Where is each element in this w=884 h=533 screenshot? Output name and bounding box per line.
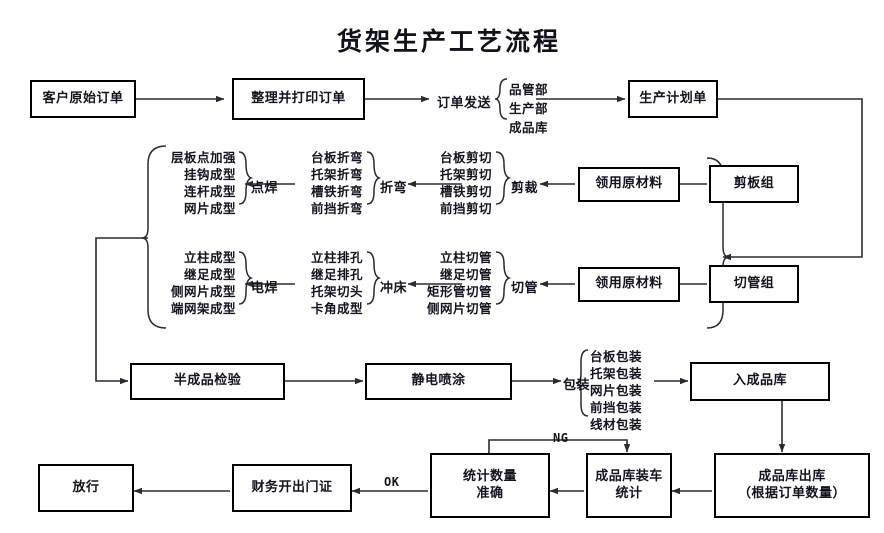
group-item: 生产部 [509,101,549,116]
group-item: 网片成型 [183,201,236,216]
brace-bending [366,151,382,205]
group-pipe-cut-items: 立柱切管 继足切管 矩形管切管 侧网片切管 [408,249,492,317]
group-item: 矩形管切管 [426,284,492,299]
group-punch-items: 立柱排孔 继足排孔 托架切头 卡角成型 [293,249,363,317]
group-bending-items: 台板折弯 托架折弯 槽铁折弯 前挡折弯 [293,149,363,217]
edge-label-ok: OK [384,475,400,489]
label-order-dispatch: 订单发送 [437,96,492,111]
node-semi-inspect[interactable]: 半成品检验 [130,363,285,400]
group-item: 挂钩成型 [183,167,236,182]
group-item: 连杆成型 [183,184,236,199]
group-item: 托架切头 [310,284,363,299]
group-packing-items: 台板包装 托架包装 网片包装 前挡包装 线材包装 [590,348,642,433]
group-item: 网片包装 [590,383,643,398]
edge-label-ng: NG [553,431,569,445]
group-item: 台板折弯 [310,150,363,165]
group-item: 托架包装 [590,366,643,381]
group-item: 侧网片切管 [426,301,492,316]
group-item: 继足成型 [183,267,236,282]
edge-ng-loop [488,439,631,456]
edge-groups-to-semi-inspect [95,237,148,385]
group-shearing-items: 台板剪切 托架剪切 槽铁剪切 前挡剪切 [422,149,492,217]
label-packing: 包装 [563,378,591,393]
node-sort-print-order[interactable]: 整理并打印订单 [232,78,365,120]
group-arc-weld-items: 立柱成型 继足成型 侧网片成型 端网架成型 [155,249,236,317]
group-item: 台板剪切 [439,150,492,165]
group-item: 品管部 [509,82,549,97]
group-item: 线材包装 [590,417,643,432]
group-item: 端网架成型 [170,301,236,316]
brace-arcweld [238,251,254,305]
group-item: 托架剪切 [439,167,492,182]
brace-outer-left [141,145,167,329]
node-enter-warehouse[interactable]: 入成品库 [690,362,830,401]
brace-order-dispatch [494,78,508,120]
group-item: 立柱成型 [183,250,236,265]
edge-plan-to-groups [718,98,863,261]
node-electrostatic-spray[interactable]: 静电喷涂 [365,363,512,400]
label-bending: 折弯 [380,181,408,196]
group-item: 侧网片成型 [170,284,236,299]
node-draw-material-2[interactable]: 领用原材料 [578,267,680,302]
group-item: 卡角成型 [310,301,363,316]
group-item: 继足切管 [439,267,492,282]
label-spot-weld: 点焊 [251,181,279,196]
node-warehouse-out[interactable]: 成品库出库 （根据订单数量） [714,453,870,518]
brace-spotweld [238,151,254,205]
label-pipe-cut: 切管 [511,281,539,296]
group-item: 前挡剪切 [439,201,492,216]
group-item: 层板点加强 [170,150,236,165]
brace-packing [575,349,589,417]
group-spot-weld-items: 层板点加强 挂钩成型 连杆成型 网片成型 [160,149,236,217]
node-cut-pipe-group[interactable]: 切管组 [709,265,799,303]
page-title: 货架生产工艺流程 [337,27,562,56]
brace-punch [366,251,382,305]
node-count-correct[interactable]: 统计数量 准确 [430,453,550,518]
group-item: 成品库 [509,120,549,135]
brace-pipecut [495,251,512,305]
node-loading-count[interactable]: 成品库装车 统计 [586,453,672,518]
group-item: 槽铁剪切 [439,184,492,199]
label-shearing: 剪裁 [511,181,539,196]
group-item: 立柱切管 [439,250,492,265]
node-finance-gate-pass[interactable]: 财务开出门证 [232,464,352,512]
group-item: 前挡折弯 [310,201,363,216]
group-item: 槽铁折弯 [310,184,363,199]
node-draw-material-1[interactable]: 领用原材料 [578,167,680,202]
node-shear-group[interactable]: 剪板组 [709,165,799,203]
label-punch: 冲床 [380,281,408,296]
node-production-plan[interactable]: 生产计划单 [628,80,718,118]
group-item: 托架折弯 [310,167,363,182]
group-item: 前挡包装 [590,400,643,415]
group-item: 继足排孔 [310,267,363,282]
group-item: 台板包装 [590,349,643,364]
brace-shearing [495,151,512,205]
label-arc-weld: 电焊 [251,281,279,296]
node-release[interactable]: 放行 [38,464,134,512]
group-item: 立柱排孔 [310,250,363,265]
node-customer-order[interactable]: 客户原始订单 [30,80,136,118]
group-order-dispatch: 品管部 生产部 成品库 [509,80,548,137]
